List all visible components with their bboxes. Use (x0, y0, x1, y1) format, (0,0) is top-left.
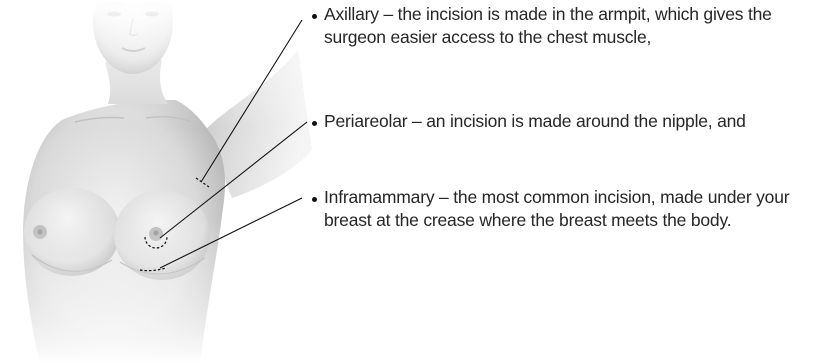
incision-item-axillary: Axillary – the incision is made in the a… (324, 3, 819, 48)
torso-illustration (0, 0, 320, 364)
incision-item-text: Inframammary – the most common incision,… (324, 187, 789, 230)
incision-item-inframammary: Inframammary – the most common incision,… (324, 186, 819, 231)
incision-item-text: Axillary – the incision is made in the a… (324, 4, 772, 47)
bullet-icon (312, 197, 317, 202)
bullet-icon (312, 121, 317, 126)
bullet-icon (312, 14, 317, 19)
incision-item-text: Periareolar – an incision is made around… (324, 111, 746, 131)
incision-item-periareolar: Periareolar – an incision is made around… (324, 110, 819, 133)
top-fade (0, 0, 320, 364)
